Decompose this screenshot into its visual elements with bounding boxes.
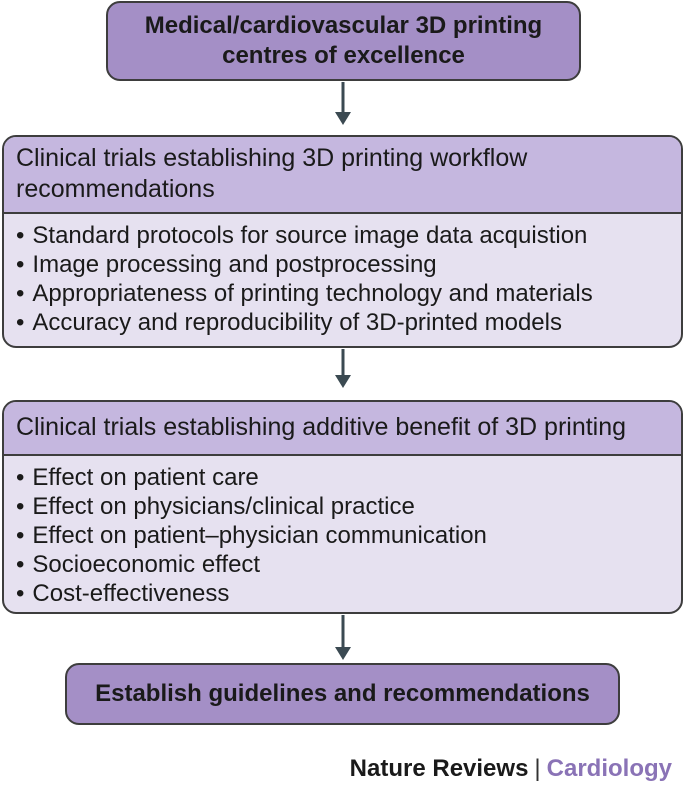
benefit-item: Socioeconomic effect: [16, 550, 669, 579]
workflow-item: Image processing and postprocessing: [16, 250, 669, 279]
benefit-title: Clinical trials establishing additive be…: [16, 413, 627, 441]
workflow-item: Standard protocols for source image data…: [16, 221, 669, 250]
benefit-item: Effect on patient–physician communicatio…: [16, 521, 669, 550]
footer-credit: Nature Reviews|Cardiology: [350, 755, 672, 783]
benefit-item: Cost-effectiveness: [16, 579, 669, 608]
arrow-benefit-to-guidelines: [335, 615, 351, 660]
node-centres-text: Medical/cardiovascular 3D printing centr…: [144, 12, 543, 69]
node-benefit-trials: Clinical trials establishing additive be…: [2, 400, 683, 614]
workflow-item: Appropriateness of printing technology a…: [16, 279, 669, 308]
arrow-workflow-to-benefit: [335, 349, 351, 388]
node-guidelines-text: Establish guidelines and recommendations: [95, 680, 590, 707]
node-workflow-trials: Clinical trials establishing 3D printing…: [2, 135, 683, 348]
footer-publisher: Nature Reviews: [349, 755, 529, 782]
node-guidelines: Establish guidelines and recommendations: [65, 663, 620, 725]
footer-journal: Cardiology: [546, 755, 672, 782]
benefit-header: Clinical trials establishing additive be…: [4, 402, 681, 456]
benefit-item: Effect on physicians/clinical practice: [16, 492, 669, 521]
arrow-centres-to-workflow: [335, 82, 351, 125]
workflow-title: Clinical trials establishing 3D printing…: [16, 144, 528, 203]
node-centres-of-excellence: Medical/cardiovascular 3D printing centr…: [106, 1, 581, 81]
benefit-item: Effect on patient care: [16, 463, 669, 492]
footer-separator: |: [534, 755, 541, 782]
workflow-item: Accuracy and reproducibility of 3D-print…: [16, 308, 669, 337]
workflow-list: Standard protocols for source image data…: [4, 214, 681, 337]
benefit-list: Effect on patient care Effect on physici…: [4, 456, 681, 608]
workflow-header: Clinical trials establishing 3D printing…: [4, 137, 681, 214]
